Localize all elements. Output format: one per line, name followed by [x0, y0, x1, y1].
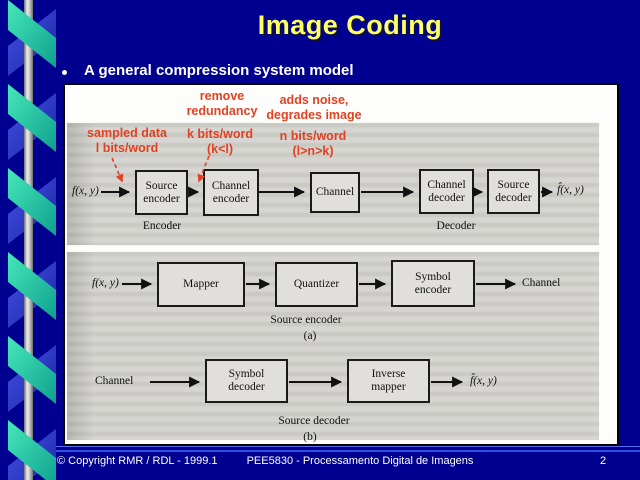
box-source-encoder: Source encoder	[135, 170, 188, 215]
box-channel: Channel	[310, 172, 360, 213]
footer-divider-thick	[48, 450, 640, 452]
annotation-remove-redundancy: remove redundancy	[186, 89, 258, 118]
slide-title: Image Coding	[257, 10, 443, 40]
box-mapper: Mapper	[157, 262, 245, 307]
annotation-sampled-data: sampled data l bits/word	[87, 126, 167, 155]
source-encoder-caption: Source encoder	[270, 314, 342, 326]
footer-page-number: 2	[600, 455, 607, 467]
content-panel	[63, 83, 619, 446]
diagram2-input-label: f(x, y)	[92, 277, 119, 289]
footer-copyright: © Copyright RMR / RDL - 1999.1	[57, 455, 218, 467]
diagram1-output-label: f̂(x, y)	[557, 184, 584, 196]
box-symbol-encoder: Symbol encoder	[391, 260, 475, 307]
footer-divider-thin	[48, 446, 640, 447]
bullet-text: A general compression system model	[84, 62, 354, 79]
decoder-caption: Decoder	[436, 220, 476, 232]
diagram3-output-label: f̂(x, y)	[470, 375, 497, 387]
caption-b: (b)	[303, 431, 317, 443]
box-inverse-mapper: Inverse mapper	[347, 359, 430, 403]
encoder-caption: Encoder	[142, 220, 182, 232]
annotation-k-bits: k bits/word (k<l)	[187, 127, 253, 156]
diagram1-input-label: f(x, y)	[72, 185, 99, 197]
box-quantizer: Quantizer	[275, 262, 358, 307]
caption-a: (a)	[303, 330, 317, 342]
box-symbol-decoder: Symbol decoder	[205, 359, 288, 403]
bullet-dot-icon	[62, 70, 67, 75]
box-source-decoder: Source decoder	[487, 169, 540, 214]
diagram3-input-label: Channel	[95, 375, 134, 387]
annotation-adds-noise: adds noise, degrades image	[266, 93, 362, 122]
diagram2-output-label: Channel	[522, 277, 561, 289]
footer-course: PEE5830 - Processamento Digital de Image…	[246, 455, 474, 467]
annotation-n-bits: n bits/word (l>n>k)	[279, 129, 347, 158]
box-channel-encoder: Channel encoder	[203, 169, 259, 216]
ribbon-decoration	[8, 0, 56, 480]
source-decoder-caption: Source decoder	[278, 415, 350, 427]
box-channel-decoder: Channel decoder	[419, 169, 474, 214]
